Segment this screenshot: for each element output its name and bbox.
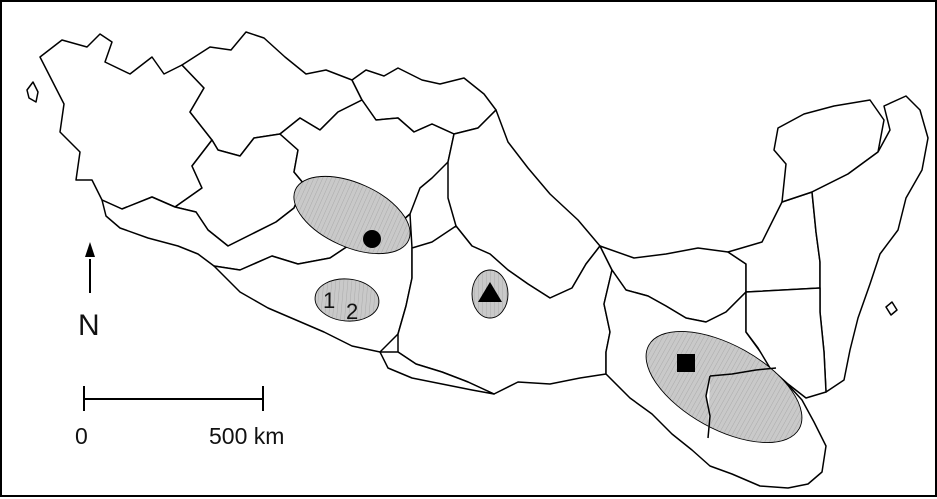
triangle-marker — [478, 282, 502, 302]
north-label: N — [78, 309, 100, 342]
southeast-internal-boundary — [709, 367, 777, 377]
state-boundaries — [39, 31, 929, 489]
shaded-region-west — [314, 278, 380, 322]
small-island — [26, 81, 39, 103]
northwest-state — [39, 33, 213, 210]
square-marker — [677, 354, 695, 372]
circle-marker — [363, 230, 381, 248]
south-coast-edge — [379, 351, 495, 395]
peninsula-inlet — [885, 301, 898, 316]
southeast-internal-boundary-2 — [705, 375, 711, 439]
shaded-region-central — [293, 175, 411, 255]
zone-label-2: 2 — [346, 299, 358, 324]
north-arrow: N — [78, 242, 100, 342]
scale-start-label: 0 — [75, 423, 88, 449]
scale-end-label: 500 km — [209, 423, 284, 449]
scale-bar: 0 500 km — [75, 386, 284, 449]
shaded-regions — [293, 175, 803, 444]
north-arrow-icon — [85, 242, 95, 257]
zone-label-1: 1 — [323, 288, 335, 313]
peninsula-south-state — [745, 287, 827, 399]
